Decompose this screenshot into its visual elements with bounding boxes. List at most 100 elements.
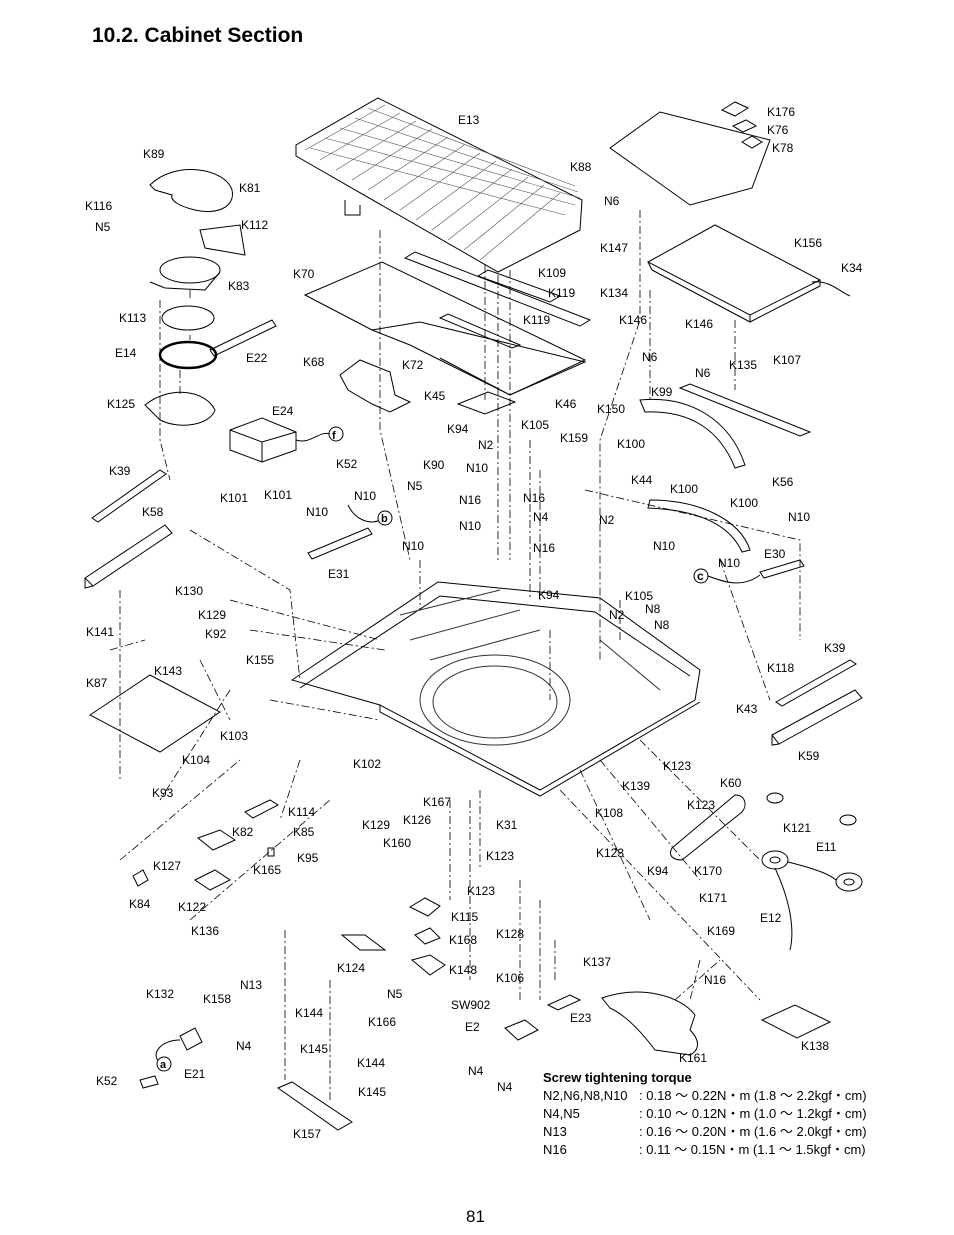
label-n4a: N4 <box>533 510 549 524</box>
label-n6c: N6 <box>695 366 711 380</box>
label-k78: K78 <box>772 141 794 155</box>
label-k100c: K100 <box>730 496 758 510</box>
label-e11: E11 <box>816 840 837 854</box>
label-n10a: N10 <box>466 461 488 475</box>
label-k58: K58 <box>142 505 164 519</box>
label-n10c: N10 <box>306 505 328 519</box>
label-k103: K103 <box>220 729 248 743</box>
label-n2a: N2 <box>478 438 494 452</box>
label-k132: K132 <box>146 987 174 1001</box>
label-k145b: K145 <box>358 1085 386 1099</box>
callout-a: a <box>160 1059 167 1071</box>
label-e31: E31 <box>328 567 350 581</box>
label-k92: K92 <box>205 627 227 641</box>
label-k137: K137 <box>583 955 611 969</box>
label-n5c: N5 <box>387 987 403 1001</box>
label-k147: K147 <box>600 241 628 255</box>
label-n2b: N2 <box>599 513 615 527</box>
label-k109: K109 <box>538 266 566 280</box>
label-k107: K107 <box>773 353 801 367</box>
label-n4c: N4 <box>468 1064 484 1078</box>
label-e24: E24 <box>272 404 294 418</box>
label-n8a: N8 <box>645 602 661 616</box>
label-e14: E14 <box>115 346 137 360</box>
label-n16a: N16 <box>459 493 481 507</box>
label-k129a: K129 <box>198 608 226 622</box>
label-k118: K118 <box>767 661 794 675</box>
label-k34: K34 <box>841 261 863 275</box>
label-k138: K138 <box>801 1039 829 1053</box>
label-k100a: K100 <box>617 437 645 451</box>
label-k161: K161 <box>679 1051 707 1065</box>
label-k129b: K129 <box>362 818 390 832</box>
label-k123a: K123 <box>663 759 691 773</box>
label-k139: K139 <box>622 779 650 793</box>
label-e13: E13 <box>458 113 480 127</box>
label-n16d: N16 <box>704 973 726 987</box>
label-n5b: N5 <box>407 479 423 493</box>
callout-b: b <box>381 513 388 525</box>
page-number: 81 <box>466 1207 485 1226</box>
label-k121: K121 <box>783 821 811 835</box>
label-k123c: K123 <box>486 849 514 863</box>
label-k70: K70 <box>293 267 315 281</box>
label-k87: K87 <box>86 676 108 690</box>
label-sw902: SW902 <box>451 998 491 1012</box>
callout-c: c <box>697 569 704 583</box>
label-k127: K127 <box>153 859 181 873</box>
label-k126: K126 <box>403 813 431 827</box>
label-k157: K157 <box>293 1127 321 1141</box>
rail-k59 <box>771 689 863 746</box>
label-k146b: K146 <box>685 317 713 331</box>
label-k43: K43 <box>736 702 758 716</box>
label-k114: K114 <box>288 805 315 819</box>
torque-heading: Screw tightening torque <box>543 1070 692 1085</box>
sheet-k46 <box>371 321 587 396</box>
label-k44: K44 <box>631 473 653 487</box>
label-k144a: K144 <box>295 1006 323 1020</box>
label-e21: E21 <box>184 1067 206 1081</box>
label-k124: K124 <box>337 961 365 975</box>
torque-row: N13 : 0.16 ～ 0.20N・m (1.6 ～ 2.0kgf・cm) <box>543 1123 867 1141</box>
arm-k150 <box>639 398 746 469</box>
label-e23: E23 <box>570 1011 592 1025</box>
label-k165: K165 <box>253 863 281 877</box>
module-e24 <box>229 417 297 463</box>
torque-screws: N13 <box>543 1124 567 1139</box>
label-k95: K95 <box>297 851 319 865</box>
label-k88: K88 <box>570 160 592 174</box>
label-n10b: N10 <box>354 489 376 503</box>
label-k160: K160 <box>383 836 411 850</box>
label-k52b: K52 <box>96 1074 118 1088</box>
label-n10e: N10 <box>459 519 481 533</box>
torque-value: : 0.11 ～ 0.15N・m (1.1 ～ 1.5kgf・cm) <box>639 1142 866 1157</box>
label-k144b: K144 <box>357 1056 385 1070</box>
bracket-k68 <box>339 359 412 413</box>
label-n10g: N10 <box>402 539 424 553</box>
label-k169: K169 <box>707 924 735 938</box>
bar-k60 <box>669 794 746 861</box>
part-labels: E13 K176 K76 K78 K88 K89 K81 K116 N5 K11… <box>85 105 863 1141</box>
label-k167: K167 <box>423 795 451 809</box>
label-k113: K113 <box>119 311 146 325</box>
label-k116: K116 <box>85 199 112 213</box>
label-k94c: K94 <box>647 864 669 878</box>
label-k123b: K123 <box>687 798 715 812</box>
torque-value: : 0.18 ～ 0.22N・m (1.8 ～ 2.2kgf・cm) <box>639 1088 867 1103</box>
label-k155: K155 <box>246 653 274 667</box>
plate-k161 <box>601 991 698 1056</box>
label-k141: K141 <box>86 625 114 639</box>
torque-screws: N2,N6,N8,N10 <box>543 1088 628 1103</box>
label-k123d: K123 <box>596 846 624 860</box>
label-e12: E12 <box>760 911 782 925</box>
label-k100b: K100 <box>670 482 698 496</box>
label-k125: K125 <box>107 397 135 411</box>
label-n2c: N2 <box>609 608 625 622</box>
torque-row: N16 : 0.11 ～ 0.15N・m (1.1 ～ 1.5kgf・cm) <box>543 1141 867 1159</box>
label-k46: K46 <box>555 397 577 411</box>
label-k143: K143 <box>154 664 182 678</box>
label-k105b: K105 <box>625 589 653 603</box>
torque-table: Screw tightening torque N2,N6,N8,N10 : 0… <box>543 1070 867 1159</box>
label-n10f: N10 <box>653 539 675 553</box>
label-k122: K122 <box>178 900 206 914</box>
